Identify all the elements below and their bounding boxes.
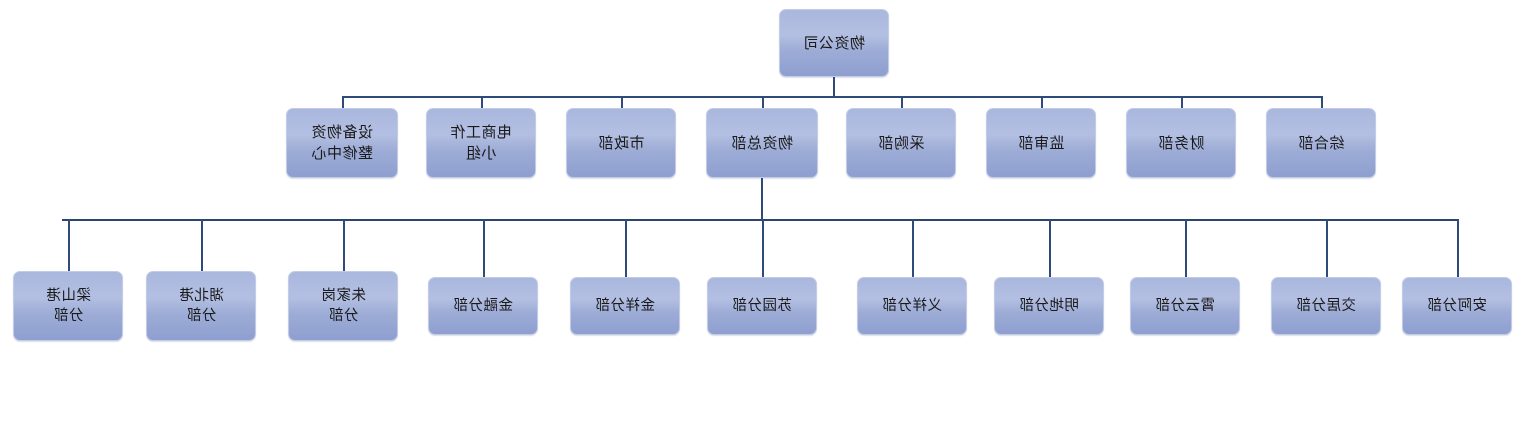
connector-level3-stem-8 — [1049, 219, 1051, 277]
org-node-label: 物资公司 — [802, 34, 865, 52]
org-node-l2-3[interactable]: 市政部 — [566, 108, 676, 178]
org-node-l2-5[interactable]: 采购部 — [846, 108, 956, 178]
connector-level2-stem-7 — [1181, 96, 1183, 108]
connector-level2-stem-3 — [621, 96, 623, 108]
org-node-l3-6[interactable]: 苏园分部 — [707, 277, 817, 335]
org-node-l2-8[interactable]: 综合部 — [1266, 108, 1376, 178]
connector-level3-stem-6 — [762, 219, 764, 277]
org-node-root[interactable]: 物资公司 — [779, 9, 889, 77]
org-node-l3-1[interactable]: 梁山港 分部 — [13, 271, 123, 341]
org-node-l3-3[interactable]: 朱家岗 分部 — [288, 271, 398, 341]
connector-level3-stem-7 — [912, 219, 914, 277]
connector-level2-stem-6 — [1041, 96, 1043, 108]
connector-level3-stem-5 — [625, 219, 627, 277]
connector-level3-stem-9 — [1185, 219, 1187, 277]
org-node-label: 霄云分部 — [1155, 298, 1215, 314]
connector-level3-stem-1 — [68, 219, 70, 271]
org-node-l2-6[interactable]: 监审部 — [986, 108, 1096, 178]
org-node-label: 采购部 — [877, 134, 925, 152]
org-node-l2-1[interactable]: 设备物资 整修中心 — [286, 108, 398, 178]
org-node-label: 金融分部 — [453, 298, 513, 314]
org-node-l3-2[interactable]: 湖北港 分部 — [146, 271, 256, 341]
org-node-label: 设备物资 整修中心 — [310, 124, 373, 162]
org-node-label: 湖北港 分部 — [178, 288, 224, 324]
org-node-l3-5[interactable]: 金祥分部 — [570, 277, 680, 335]
connector-level2-stem-5 — [901, 96, 903, 108]
org-node-l3-9[interactable]: 霄云分部 — [1130, 277, 1240, 335]
org-node-label: 梁山港 分部 — [45, 288, 91, 324]
org-node-l3-7[interactable]: 义祥分部 — [857, 277, 967, 335]
org-node-label: 监审部 — [1017, 134, 1065, 152]
org-node-label: 交居分部 — [1296, 298, 1356, 314]
org-node-label: 综合部 — [1297, 134, 1345, 152]
org-node-l3-11[interactable]: 安阿分部 — [1402, 277, 1512, 335]
org-node-label: 朱家岗 分部 — [320, 288, 366, 324]
connector-level3-stem-10 — [1326, 219, 1328, 277]
org-node-label: 义祥分部 — [882, 298, 942, 314]
org-node-l3-8[interactable]: 明地分部 — [994, 277, 1104, 335]
org-node-label: 电商工作 小组 — [449, 124, 512, 162]
org-node-label: 苏园分部 — [732, 298, 792, 314]
org-node-l3-4[interactable]: 金融分部 — [428, 277, 538, 335]
org-node-label: 金祥分部 — [595, 298, 655, 314]
org-node-l2-4[interactable]: 物资总部 — [706, 108, 818, 178]
org-node-label: 财务部 — [1157, 134, 1205, 152]
connector-level2-stem-1 — [342, 96, 344, 108]
connector-level3-stem-11 — [1457, 219, 1459, 277]
connector-level2-stem-2 — [481, 96, 483, 108]
org-node-l2-2[interactable]: 电商工作 小组 — [426, 108, 536, 178]
connector-level3-stem-3 — [343, 219, 345, 271]
org-node-label: 物资总部 — [730, 134, 793, 152]
org-node-label: 市政部 — [597, 134, 645, 152]
connector-level3-stem-2 — [201, 219, 203, 271]
connector-level2-stem-4 — [762, 96, 764, 108]
org-node-l3-10[interactable]: 交居分部 — [1271, 277, 1381, 335]
connector-level3-source-stem — [761, 178, 763, 219]
org-node-l2-7[interactable]: 财务部 — [1126, 108, 1236, 178]
connector-level3-stem-4 — [483, 219, 485, 277]
connector-level2-stem-8 — [1321, 96, 1323, 108]
org-node-label: 安阿分部 — [1427, 298, 1487, 314]
org-node-label: 明地分部 — [1019, 298, 1079, 314]
connector-root-stem — [833, 77, 835, 96]
connector-level3-bus — [62, 219, 1457, 221]
connector-level2-bus — [342, 96, 1321, 98]
